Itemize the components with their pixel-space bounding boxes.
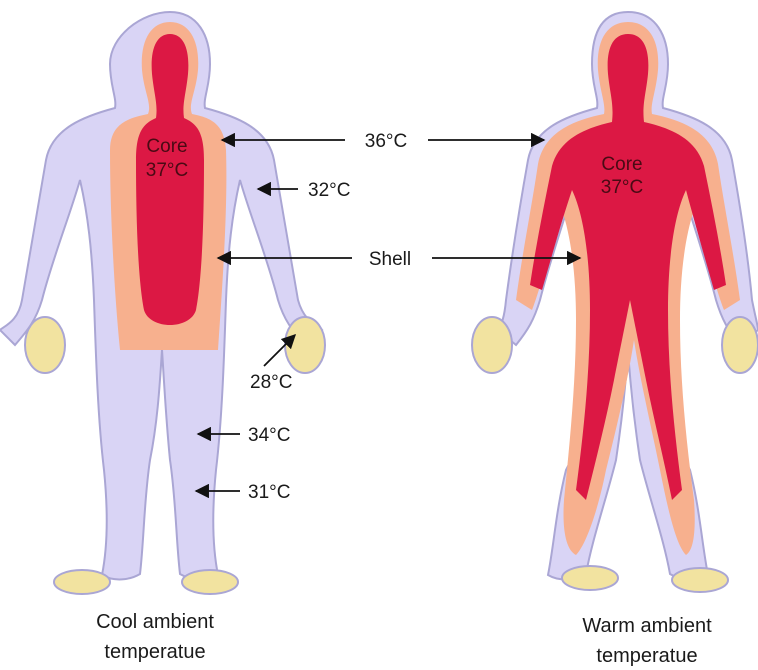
right-body-figure bbox=[472, 12, 758, 592]
right-figure-right-hand bbox=[722, 317, 758, 373]
right-figure-right-foot bbox=[672, 568, 728, 592]
left-figure-right-foot bbox=[182, 570, 238, 594]
label-shell: Shell bbox=[369, 249, 411, 270]
left-body-figure bbox=[0, 12, 325, 594]
right-core-label: Core bbox=[601, 154, 642, 175]
left-figure-right-hand bbox=[285, 317, 325, 373]
left-caption-line2: temperatue bbox=[104, 641, 205, 663]
left-figure-left-foot bbox=[54, 570, 110, 594]
left-figure-left-hand bbox=[25, 317, 65, 373]
right-figure-left-foot bbox=[562, 566, 618, 590]
label-34c: 34°C bbox=[248, 425, 290, 446]
label-28c: 28°C bbox=[250, 372, 292, 393]
left-core-label: Core bbox=[146, 136, 187, 157]
right-core-temp: 37°C bbox=[601, 177, 643, 198]
label-31c: 31°C bbox=[248, 482, 290, 503]
label-32c: 32°C bbox=[308, 180, 350, 201]
right-core-zone bbox=[530, 34, 726, 500]
right-caption-line1: Warm ambient bbox=[582, 615, 712, 637]
right-figure-left-hand bbox=[472, 317, 512, 373]
left-core-temp: 37°C bbox=[146, 160, 188, 181]
label-36c: 36°C bbox=[365, 131, 407, 152]
right-caption-line2: temperatue bbox=[596, 645, 697, 667]
left-caption-line1: Cool ambient bbox=[96, 611, 214, 633]
